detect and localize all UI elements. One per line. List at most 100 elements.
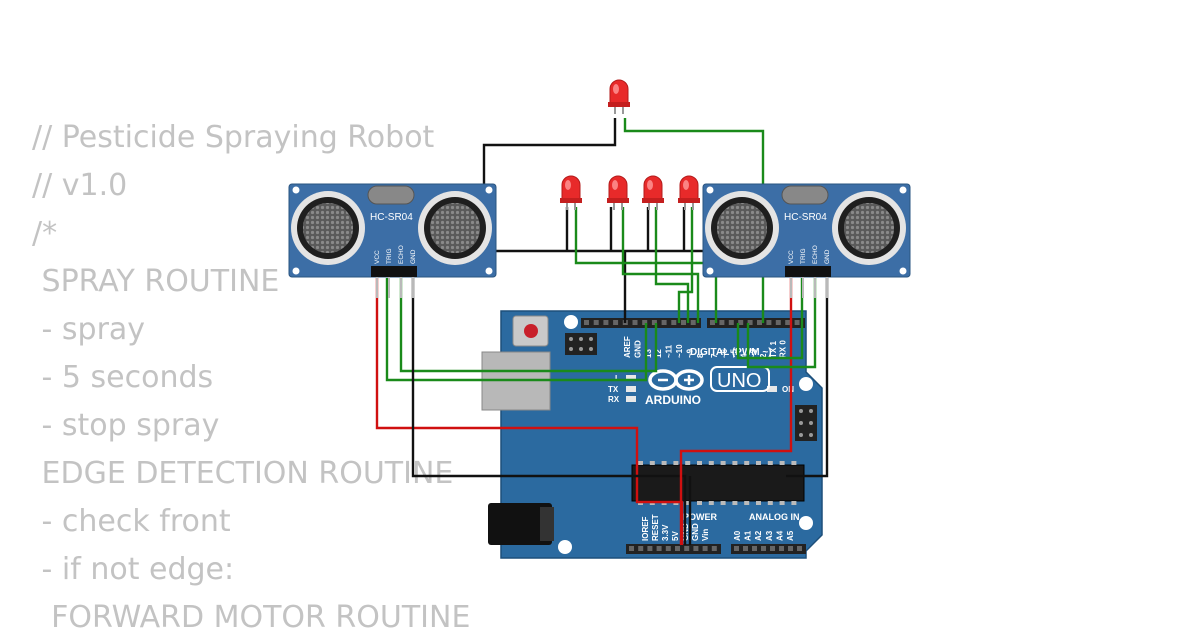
power-header [626, 544, 721, 554]
icsp-header [565, 333, 597, 355]
sensor-pin-label: ECHO [398, 245, 405, 264]
header-pin[interactable] [651, 320, 657, 325]
pin-label: TX 1 [769, 341, 778, 358]
chip-pin [756, 461, 761, 465]
dc-power-jack [488, 503, 554, 545]
header-pin[interactable] [719, 320, 725, 325]
sensor-pin-label: ECHO [812, 245, 819, 264]
sensor-pin-label: TRIG [800, 248, 807, 264]
header-pin[interactable] [794, 320, 800, 325]
sensor-right-model: HC-SR04 [784, 212, 827, 223]
header-pin[interactable] [779, 546, 784, 551]
header-pin[interactable] [766, 320, 772, 325]
code-line: - 5 seconds [32, 360, 214, 395]
digital-header-left [581, 318, 701, 328]
chip-pin [697, 461, 702, 465]
header-pin[interactable] [710, 320, 715, 325]
wire-red [679, 278, 793, 545]
wire-green [746, 278, 817, 369]
pin-label: 5V [671, 531, 680, 541]
header-pin[interactable] [632, 320, 638, 325]
header-pin[interactable] [665, 546, 671, 551]
chip-pin [685, 501, 691, 505]
pin-label: 7 [710, 353, 719, 358]
header-pin[interactable] [690, 320, 696, 325]
svg-text:TX: TX [608, 385, 619, 394]
header-pin[interactable] [757, 320, 762, 325]
header-pin[interactable] [638, 546, 644, 551]
code-line: - spray [32, 312, 146, 347]
chip-pin [649, 461, 655, 465]
header-pin[interactable] [734, 546, 739, 551]
header-pin[interactable] [656, 546, 662, 551]
code-line: // v1.0 [32, 168, 128, 203]
header-pin[interactable] [629, 546, 634, 551]
arduino-logo: ARDUINO [645, 369, 704, 407]
header-pin[interactable] [671, 320, 677, 325]
red-led [607, 175, 629, 210]
header-pin[interactable] [603, 320, 609, 325]
pin-label: A2 [754, 530, 763, 541]
header-pin[interactable] [788, 546, 793, 551]
header-pin[interactable] [693, 546, 699, 551]
header-pin[interactable] [770, 546, 775, 551]
red-led [560, 175, 582, 210]
header-pin[interactable] [675, 546, 680, 551]
pin-label: 12 [654, 349, 663, 358]
header-pin[interactable] [752, 546, 757, 551]
wire-black [482, 118, 704, 253]
header-pin[interactable] [743, 546, 748, 551]
header-pin[interactable] [642, 320, 648, 325]
header-pin[interactable] [647, 546, 653, 551]
arduino-brand-label: ARDUINO [645, 393, 701, 407]
header-pin[interactable] [785, 320, 791, 325]
chip-pin [744, 501, 750, 505]
header-pin[interactable] [661, 320, 667, 325]
chip-pin [638, 461, 643, 465]
sensor-pin-label: VCC [788, 250, 795, 264]
pin-label: IOREF [641, 516, 650, 541]
header-pin[interactable] [711, 546, 717, 551]
chip-pin [767, 461, 773, 465]
chip-pin [697, 501, 702, 505]
header-pin[interactable] [584, 320, 589, 325]
chip-pin [767, 501, 773, 505]
reset-button[interactable] [512, 315, 549, 347]
sensor-pin-legs [376, 277, 828, 298]
chip-pin [779, 461, 785, 465]
chip-pin [791, 461, 797, 465]
header-pin[interactable] [702, 546, 708, 551]
header-pin[interactable] [775, 320, 781, 325]
header-pin[interactable] [728, 320, 734, 325]
wire-black [411, 278, 687, 545]
header-pin[interactable] [797, 546, 802, 551]
header-pin[interactable] [747, 320, 753, 325]
pin-label: ~6 [720, 348, 729, 358]
pin-label: 8 [696, 353, 705, 358]
chip-pin [732, 501, 738, 505]
header-pin[interactable] [681, 320, 686, 325]
header-pin[interactable] [738, 320, 744, 325]
wire-green [574, 207, 718, 323]
pin-label: A0 [733, 530, 742, 541]
red-led [608, 79, 630, 114]
chip-pin [732, 461, 738, 465]
header-pin[interactable] [613, 320, 619, 325]
mounting-hole [564, 315, 578, 329]
code-line: EDGE DETECTION ROUTINE [32, 456, 454, 491]
header-pin[interactable] [593, 320, 599, 325]
chip-pin [673, 461, 679, 465]
pin-label: ~9 [685, 348, 694, 358]
pin-label: GND [691, 523, 700, 541]
chip-pin [756, 501, 761, 505]
header-pin[interactable] [761, 546, 766, 551]
mounting-hole [799, 516, 813, 530]
mounting-hole [558, 540, 572, 554]
pin-label: 2 [759, 353, 768, 358]
header-pin[interactable] [684, 546, 690, 551]
pin-label: ~11 [665, 344, 674, 358]
chip-pin [685, 461, 691, 465]
pin-label: A3 [765, 530, 774, 541]
chip-pin [779, 501, 785, 505]
